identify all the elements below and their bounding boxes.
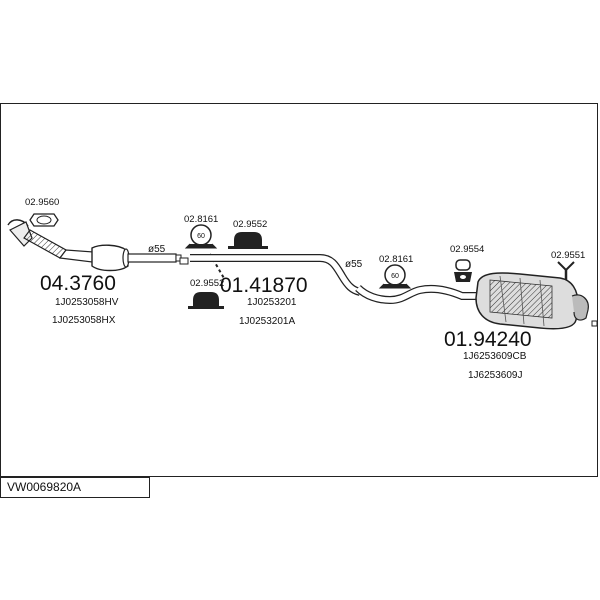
rubber-hanger-label: 02.9554 [450, 244, 484, 255]
diagram-frame [0, 103, 598, 477]
clamp-1-size: 60 [197, 233, 205, 240]
flex-pipe [23, 229, 67, 259]
middle-pipe [190, 254, 362, 296]
rubber-hanger-part [454, 259, 472, 282]
rear-silencer [355, 272, 598, 330]
front-pipe-ref-2: 1J0253058HX [52, 315, 116, 326]
pipe-diameter-2: ø55 [345, 259, 363, 270]
hanger-part-1 [228, 232, 268, 249]
rear-silencer-number: 01.94240 [444, 328, 532, 351]
connector-pipe [179, 253, 226, 281]
hanger-1-label: 02.9552 [233, 219, 267, 230]
rear-silencer-ref-2: 1J6253609J [468, 370, 523, 381]
bracket-label: 02.9551 [551, 250, 585, 261]
gasket-label: 02.9560 [25, 197, 59, 208]
clamp-part-2 [378, 264, 412, 289]
pipe-diameter-1: ø55 [148, 244, 166, 255]
clamp-1-label: 02.8161 [184, 214, 218, 225]
clamp-2-size: 60 [391, 273, 399, 280]
front-pipe-ref-1: 1J0253058HV [55, 297, 119, 308]
clamp-part-1 [184, 224, 218, 249]
middle-pipe-ref-2: 1J0253201A [239, 316, 295, 327]
rear-silencer-ref-1: 1J6253609CB [463, 351, 527, 362]
assembly-code-box: VW0069820A [0, 477, 150, 498]
middle-pipe-ref-1: 1J0253201 [247, 297, 297, 308]
front-pipe-assembly [7, 219, 182, 272]
hanger-part-2 [188, 292, 224, 309]
assembly-code: VW0069820A [7, 480, 82, 494]
clamp-2-label: 02.8161 [379, 254, 413, 265]
hanger-2-label: 02.9552 [190, 278, 224, 289]
front-pipe-number: 04.3760 [40, 272, 116, 295]
gasket-part [29, 213, 59, 227]
middle-pipe-number: 01.41870 [220, 274, 308, 297]
